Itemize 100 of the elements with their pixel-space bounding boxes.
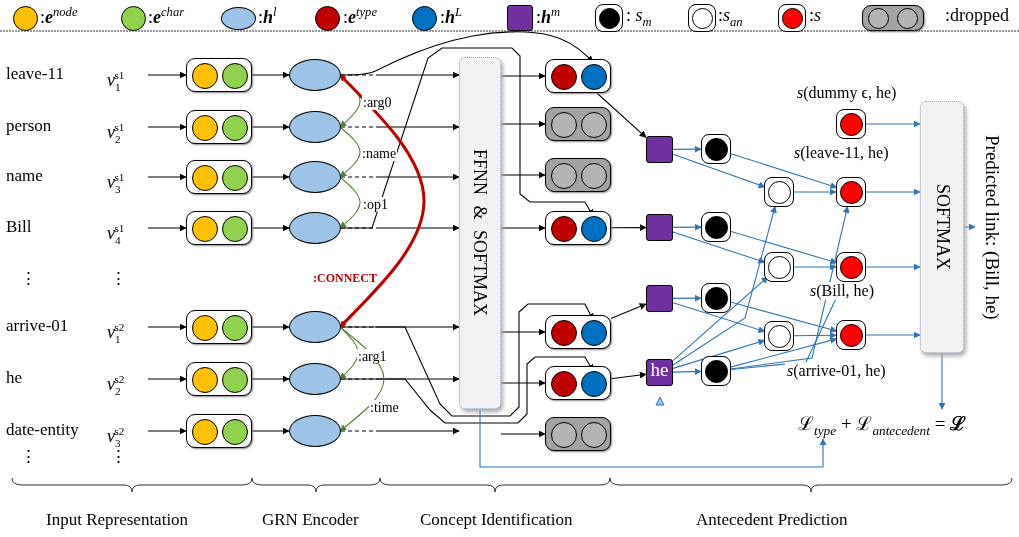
legend-label: :s: [809, 5, 822, 26]
node-state-ellipse: [289, 363, 341, 395]
arrow: [500, 430, 546, 438]
arrow: [793, 263, 837, 271]
score-label: s(arrive-01, he): [785, 362, 888, 380]
arrow: [251, 224, 290, 232]
arrow: [938, 352, 946, 410]
mention-square: he: [646, 359, 673, 386]
coref-score-node: [836, 177, 866, 207]
coref-score-node: [836, 252, 866, 282]
legend-label: :h$^{m}$: [536, 5, 561, 28]
concept-label: person: [6, 116, 52, 136]
embedding-pair: [186, 414, 252, 448]
arrow: [610, 303, 647, 319]
mention-score-node: [701, 356, 731, 386]
arrow: [672, 338, 766, 369]
arrow: [147, 173, 187, 181]
arrow: [729, 153, 838, 189]
score-label: s(Bill, he): [808, 282, 876, 300]
arrow: [730, 205, 850, 370]
arrow: [672, 205, 777, 366]
ellipsis-label: ⋮: [20, 268, 37, 289]
ellipsis-label: ⋮: [20, 446, 37, 467]
mention-square: [646, 136, 673, 163]
mention-score-node: [701, 212, 731, 242]
arrow: [865, 120, 921, 128]
concept-label: Bill: [6, 217, 32, 237]
arrow: [340, 31, 594, 76]
arrow: [672, 145, 702, 153]
arrow: [610, 224, 647, 232]
arrow: [147, 427, 187, 435]
arrow: [339, 126, 361, 178]
arrow: [672, 223, 702, 231]
section-label: GRN Encoder: [262, 510, 359, 530]
arrow: [729, 230, 838, 265]
loss-formula: ℒ$_{type}$ + ℒ$_{antecedent}$ = ℒ: [798, 409, 1018, 439]
mention-square: [646, 285, 673, 312]
arrow: [963, 223, 976, 231]
concept-label: date-entity: [6, 420, 79, 440]
dashed-arrow: [340, 123, 460, 131]
dashed-arrow: [340, 427, 460, 435]
embedding-pair: [186, 310, 252, 344]
coref-score-node: [836, 320, 866, 350]
arrow: [672, 153, 766, 189]
arrow: [793, 331, 837, 339]
arrow: [500, 171, 546, 179]
dropped-pair: [545, 158, 611, 192]
dropped-pair: [545, 107, 611, 141]
arrow: [610, 371, 647, 380]
embedding-pair: [186, 362, 252, 396]
legend-label: :e$^{node}$: [40, 5, 78, 28]
type-pair: [545, 59, 611, 93]
arrow: [251, 375, 290, 383]
arrow: [147, 323, 187, 331]
arrow: [865, 263, 921, 271]
node-state-ellipse: [289, 311, 341, 343]
dropped-pair: [545, 417, 611, 451]
embedding-pair: [186, 160, 252, 194]
embedding-pair: [186, 211, 252, 245]
type-pair: [545, 366, 611, 400]
arrow: [729, 337, 838, 368]
pair-score-node: [764, 177, 794, 207]
arrow: [340, 47, 594, 229]
arrow: [672, 294, 702, 302]
section-label: Concept Identification: [420, 510, 573, 530]
embedding-pair: [186, 110, 252, 144]
concept-label: name: [6, 166, 43, 186]
node-state-ellipse: [289, 161, 341, 193]
mention-square: [646, 214, 673, 241]
arrow: [500, 328, 546, 336]
node-state-ellipse: [289, 111, 341, 143]
section-label: Input Representation: [46, 510, 189, 530]
arrow: [147, 123, 187, 131]
arrow: [500, 120, 546, 128]
arrow: [339, 176, 361, 229]
arrow: [338, 73, 426, 329]
arrow: [500, 72, 546, 80]
arrow: [793, 188, 837, 196]
embedding-pair: [186, 58, 252, 92]
legend-label: :s$_{an}$: [718, 5, 743, 30]
mention-score-node: [701, 134, 731, 164]
section-label: Antecedent Prediction: [696, 510, 848, 530]
node-state-ellipse: [289, 59, 341, 91]
ellipsis-label: ⋮: [110, 268, 127, 289]
arrow: [865, 188, 921, 196]
legend-label: :h$^{l}$: [258, 5, 277, 28]
concept-label: arrive-01: [6, 316, 69, 336]
legend-label: :h$^{L}$: [440, 5, 463, 28]
arrow: [147, 224, 187, 232]
arrow: [340, 356, 594, 424]
arrow: [672, 231, 766, 264]
score-label: s(dummy ϵ, he): [795, 84, 899, 102]
arrow: [500, 224, 546, 232]
prediction-label: Predicted link: (Bill, he): [975, 110, 1009, 344]
arrow: [251, 173, 290, 181]
ellipsis-label: ⋮: [110, 447, 127, 467]
legend-label: :e$^{type}$: [343, 5, 377, 28]
concept-label: leave-11: [6, 64, 64, 84]
arrow: [500, 379, 546, 387]
type-pair: [545, 211, 611, 245]
